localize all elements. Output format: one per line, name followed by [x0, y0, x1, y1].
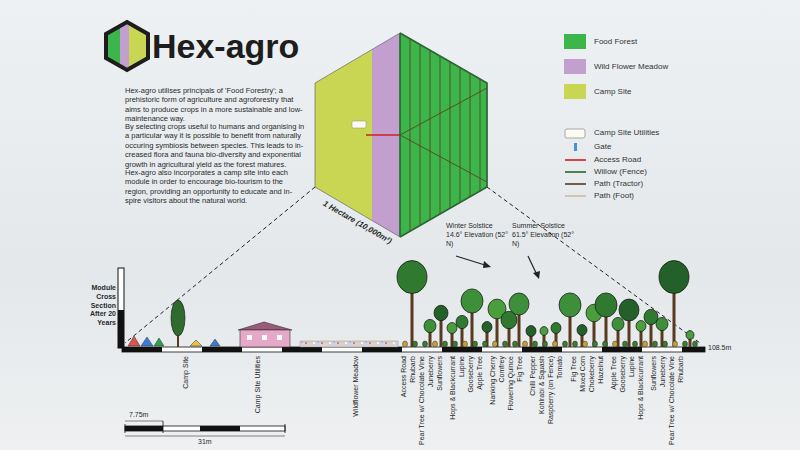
meadow-strip: [300, 341, 398, 347]
plant-label: Camp Site Utilities: [253, 356, 262, 413]
body-text: Hex-agro also incorporates a camp site i…: [125, 168, 305, 206]
projection-line: [125, 187, 315, 343]
scale-bar: [125, 421, 285, 436]
dimension: 31m: [198, 438, 212, 447]
plant-label: Apple Tree: [609, 356, 618, 390]
plant-label: Camp Site: [181, 356, 190, 389]
module-bar: [118, 268, 124, 348]
foot-path-symbol: [565, 196, 586, 197]
sun-note: Winter Solstice 14.6° Elevation (52° N): [446, 222, 510, 248]
willow-symbol: [565, 171, 586, 173]
plant-label: Nanking Cherry: [488, 356, 497, 405]
plant-label: Rhubarb: [408, 356, 417, 383]
plant-label: Wildflower Meadow: [351, 356, 360, 417]
plant-label: Sunflowers: [649, 356, 658, 391]
winter-sun-arrow: [456, 256, 488, 266]
legend-text: Camp Site: [594, 87, 631, 97]
plant-label: Fig Tree: [569, 356, 578, 382]
legend-text: Path (Tractor): [594, 179, 643, 189]
plant-label: Mixed Corn: [578, 356, 587, 392]
camp-site-figure: [128, 300, 220, 347]
arrow-head: [483, 261, 491, 268]
arrow-head: [533, 271, 540, 279]
legend-text: Path (Foot): [594, 191, 634, 201]
utilities-building: [238, 322, 292, 347]
logo-outline: [106, 22, 148, 70]
sun-note: Summer Solstice 61.5° Elevation (52° N): [512, 222, 576, 248]
plant-label: Juneberry: [426, 356, 435, 387]
plant-label: Lupine: [457, 356, 466, 377]
plant-label: Hops & Blackcurrant: [636, 356, 645, 420]
plant-label: Tomato: [555, 356, 564, 379]
summer-sun-arrow: [528, 256, 537, 275]
plant-label: Hazelnut: [596, 356, 605, 384]
plant-label: Fig Tree: [515, 356, 524, 382]
plant-label: Raspberry (on Fence): [546, 356, 555, 424]
body-text: Hex-agro utilises principals of 'Food Fo…: [125, 86, 305, 124]
title: Hex-agro: [152, 24, 299, 68]
legend-swatch: [564, 59, 586, 74]
tractor-path-symbol: [565, 183, 586, 185]
plant-label: Sunflowers: [435, 356, 444, 391]
legend-text: Camp Site Utilities: [594, 128, 659, 138]
dimension: 7.75m: [129, 411, 148, 420]
plant-label: Lupine: [627, 356, 636, 377]
plant-label: Pear Tree w/ Chocolate Vine: [667, 356, 676, 445]
legend-text: Food Forest: [594, 37, 637, 47]
plant-label: Kohlrabi & Squash: [537, 356, 546, 414]
hex-plan: [300, 20, 500, 250]
plant-label: Apple Tree: [475, 356, 484, 390]
plant-label: Gooseberry: [618, 356, 627, 393]
plant-label: Pear Tree w/ Chocolate Vine: [417, 356, 426, 445]
plant-label: Gooseberry: [466, 356, 475, 393]
dimension: 108.5m: [708, 344, 731, 353]
legend-swatch: [564, 34, 586, 49]
plant-label: Hops & Blackcurrant: [448, 356, 457, 420]
plant-label: Chilli Pepper: [528, 356, 537, 396]
plant-label: Flowering Quince: [506, 356, 515, 410]
legend-swatch: [564, 84, 586, 99]
utilities-symbol: [565, 129, 585, 138]
food-forest-trees: [397, 261, 698, 348]
logo: [100, 20, 154, 75]
module-bar-fill: [118, 310, 124, 348]
plant-label: Rhubarb: [676, 356, 685, 383]
road-symbol: [565, 159, 586, 161]
plant-label: Chokeberry: [587, 356, 596, 392]
meadow-flowers: [301, 341, 395, 344]
legend-text: Access Road: [594, 155, 641, 165]
legend-text: Wild Flower Meadow: [594, 62, 668, 72]
plant-label: Comfrey: [497, 356, 506, 382]
plant-label: Juneberry: [658, 356, 667, 387]
legend-text: Willow (Fence): [594, 167, 647, 177]
plant-label: Access Road: [399, 356, 408, 397]
willow-fence: [400, 33, 487, 237]
hex-outline: [315, 33, 487, 237]
bar-label: Module Cross Section After 20 Years: [78, 284, 116, 328]
legend-text: Gate: [594, 142, 611, 152]
ground-scale: [122, 347, 705, 352]
gate-symbol: [574, 143, 577, 151]
body-text: By selecting crops useful to humans and …: [125, 122, 305, 169]
